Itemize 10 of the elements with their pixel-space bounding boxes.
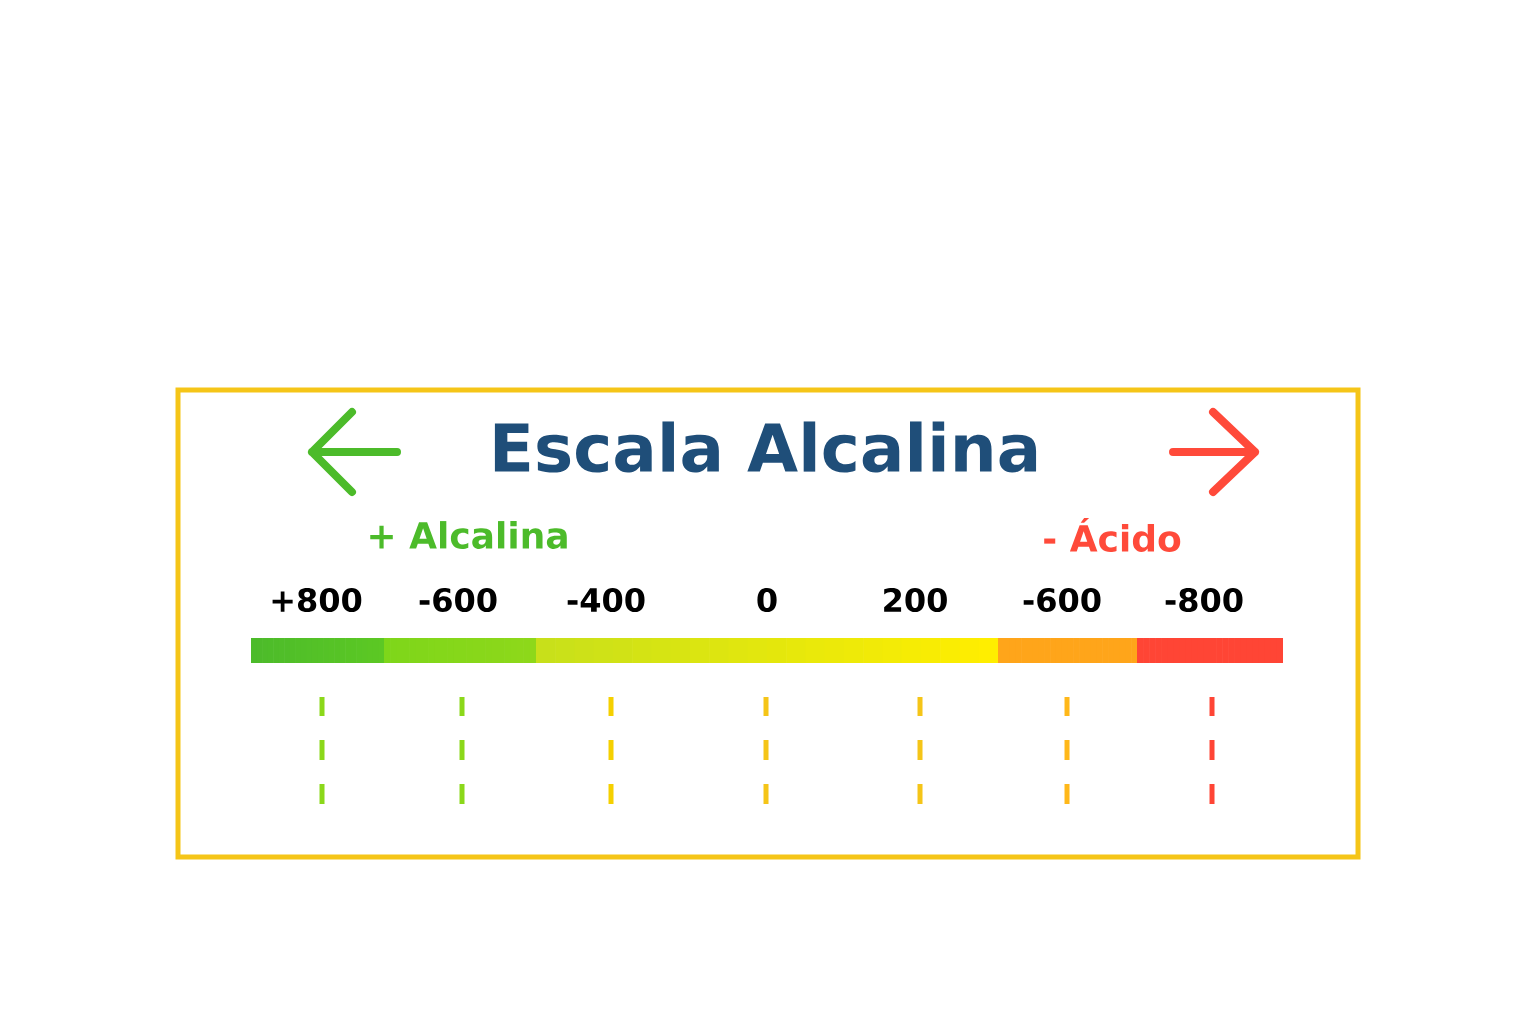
title: Escala Alcalina (494, 421, 1037, 473)
side-label: - Ácido (1044, 518, 1181, 552)
tick-label: 200 (884, 587, 947, 613)
tick-label: -400 (567, 587, 645, 613)
tick-label: -800 (1165, 587, 1243, 613)
tick-label: -600 (419, 587, 497, 613)
tick-label: +800 (272, 587, 362, 613)
side-label: + Alcalina (370, 521, 567, 549)
tick-label: 0 (757, 587, 777, 613)
tick-label: -600 (1023, 587, 1101, 613)
